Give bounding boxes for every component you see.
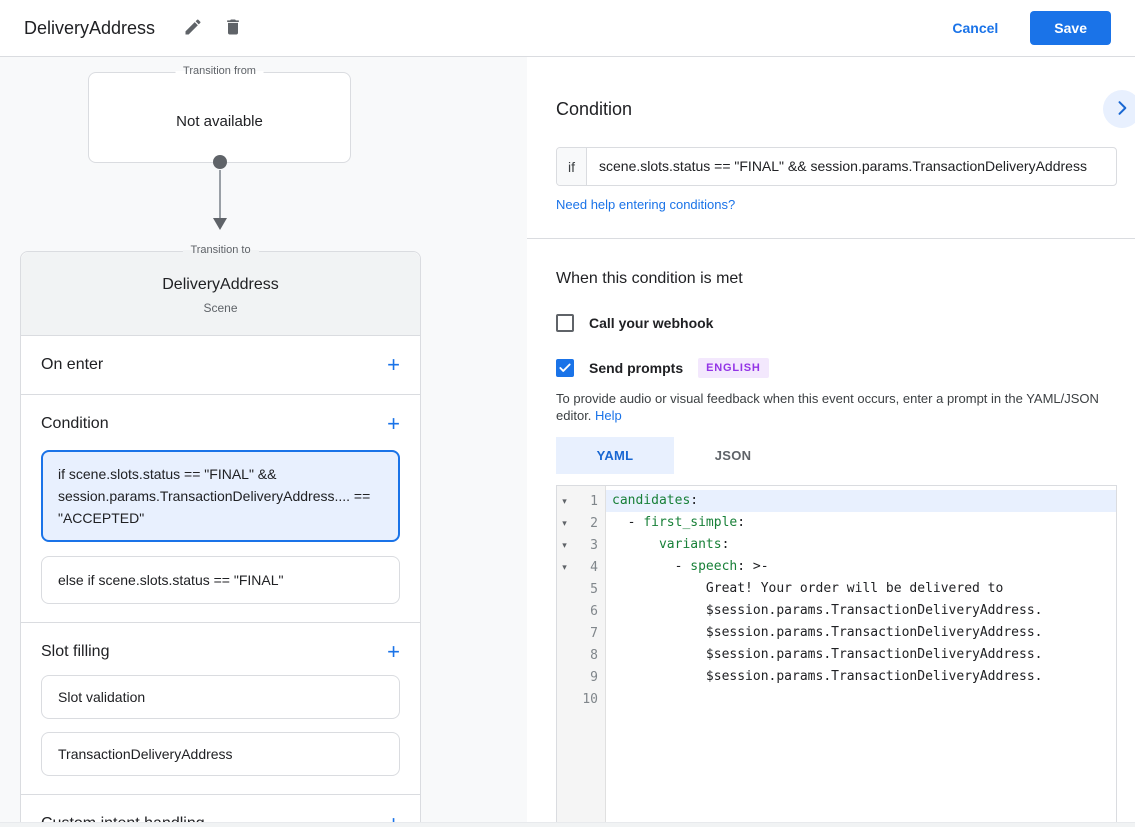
condition-section-label: Condition [41, 415, 109, 432]
condition-section: Condition + if scene.slots.status == "FI… [21, 395, 420, 623]
help-link[interactable]: Help [595, 408, 622, 423]
transition-from-value: Not available [176, 113, 263, 130]
transition-from-box: Transition from Not available [88, 65, 351, 169]
slot-card[interactable]: Slot validation [41, 675, 400, 719]
code-line[interactable]: - first_simple: [612, 515, 746, 530]
gutter-row: 6 [557, 600, 605, 622]
gutter-row: 7 [557, 622, 605, 644]
code-line[interactable]: Great! Your order will be delivered to [612, 581, 1004, 596]
pencil-icon [183, 17, 203, 40]
tab-yaml[interactable]: YAML [556, 437, 674, 474]
send-prompts-label: Send prompts [589, 360, 684, 376]
fold-arrow-icon[interactable]: ▾ [562, 517, 567, 528]
code-line[interactable]: $session.params.TransactionDeliveryAddre… [612, 647, 1043, 662]
gutter-row: 8 [557, 644, 605, 666]
flow-arrow-line [219, 170, 221, 218]
scene-header[interactable]: DeliveryAddress Scene [21, 252, 420, 336]
code-line[interactable]: $session.params.TransactionDeliveryAddre… [612, 625, 1043, 640]
language-badge: ENGLISH [698, 358, 769, 378]
section-divider [527, 238, 1135, 239]
top-bar: DeliveryAddress Cancel Save [0, 0, 1135, 57]
gutter-row: ▾2 [557, 512, 605, 534]
condition-expression-field: if scene.slots.status == "FINAL" && sess… [556, 147, 1117, 186]
condition-cards: if scene.slots.status == "FINAL" && sess… [41, 450, 400, 604]
line-number: 3 [590, 537, 598, 553]
scene-name: DeliveryAddress [162, 276, 279, 293]
on-enter-label: On enter [41, 356, 104, 373]
gutter-row: ▾4 [557, 556, 605, 578]
page-title: DeliveryAddress [24, 17, 156, 38]
line-number: 9 [590, 669, 598, 685]
transition-from-label: Transition from [175, 65, 264, 77]
gutter-row: 10 [557, 688, 605, 710]
condition-card[interactable]: else if scene.slots.status == "FINAL" [41, 556, 400, 604]
bottom-scrollbar-track[interactable] [0, 822, 1135, 827]
line-number: 4 [590, 559, 598, 575]
scene-type: Scene [203, 301, 238, 315]
when-met-title: When this condition is met [556, 270, 743, 287]
line-number: 1 [590, 493, 598, 509]
slot-filling-label: Slot filling [41, 643, 110, 660]
flow-arrow-head-icon [213, 218, 227, 230]
condition-editor-panel: Condition if scene.slots.status == "FINA… [527, 57, 1135, 822]
gutter-row: ▾3 [557, 534, 605, 556]
gutter-row: ▾1 [557, 490, 605, 512]
editor-tabs: YAML JSON [556, 437, 1117, 474]
line-number: 7 [590, 625, 598, 641]
code-line[interactable]: $session.params.TransactionDeliveryAddre… [612, 669, 1043, 684]
collapse-panel-button[interactable] [1103, 90, 1135, 128]
condition-card[interactable]: if scene.slots.status == "FINAL" && sess… [41, 450, 400, 542]
slot-card[interactable]: TransactionDeliveryAddress [41, 732, 400, 776]
send-prompts-checkbox[interactable] [556, 359, 574, 377]
conditions-help-link[interactable]: Need help entering conditions? [556, 197, 736, 212]
fold-arrow-icon[interactable]: ▾ [562, 495, 567, 506]
scene-flow-panel: Transition from Not available Transition… [0, 57, 527, 827]
condition-panel-title: Condition [556, 98, 633, 119]
if-prefix-label: if [557, 148, 587, 185]
webhook-label: Call your webhook [589, 315, 714, 331]
add-slot-button[interactable]: + [387, 639, 400, 664]
connector-dot [212, 155, 227, 169]
editor-code-area[interactable]: candidates: - first_simple: variants: - … [606, 486, 1116, 822]
fold-arrow-icon[interactable]: ▾ [562, 561, 567, 572]
code-line[interactable] [606, 688, 1116, 710]
fold-arrow-icon[interactable]: ▾ [562, 539, 567, 550]
on-enter-section: On enter + [21, 336, 420, 395]
gutter-row: 9 [557, 666, 605, 688]
line-number: 5 [590, 581, 598, 597]
check-icon [559, 363, 571, 372]
line-number: 2 [590, 515, 598, 531]
edit-button[interactable] [177, 11, 209, 46]
line-number: 8 [590, 647, 598, 663]
save-button[interactable]: Save [1030, 11, 1111, 45]
chevron-right-icon [1112, 98, 1132, 121]
transition-to-card: Transition to DeliveryAddress Scene On e… [20, 244, 421, 827]
condition-expression-input[interactable]: scene.slots.status == "FINAL" && session… [599, 158, 1087, 174]
line-number: 6 [590, 603, 598, 619]
code-line[interactable]: - speech: >- [612, 559, 769, 574]
webhook-checkbox[interactable] [556, 314, 574, 332]
tab-json[interactable]: JSON [714, 448, 752, 463]
code-line[interactable]: $session.params.TransactionDeliveryAddre… [612, 603, 1043, 618]
send-prompts-checkbox-row[interactable]: Send prompts ENGLISH [556, 358, 1117, 378]
code-line[interactable]: candidates: [606, 490, 1116, 512]
prompt-description: To provide audio or visual feedback when… [556, 391, 1099, 423]
line-number: 10 [582, 691, 598, 707]
trash-icon [223, 17, 243, 40]
webhook-checkbox-row[interactable]: Call your webhook [556, 314, 1117, 332]
delete-button[interactable] [217, 11, 249, 46]
code-line[interactable]: variants: [658, 537, 730, 552]
gutter-row: 5 [557, 578, 605, 600]
add-on-enter-button[interactable]: + [387, 352, 400, 377]
transition-to-label: Transition to [182, 244, 259, 256]
add-condition-button[interactable]: + [387, 411, 400, 436]
cancel-button[interactable]: Cancel [934, 11, 1016, 45]
